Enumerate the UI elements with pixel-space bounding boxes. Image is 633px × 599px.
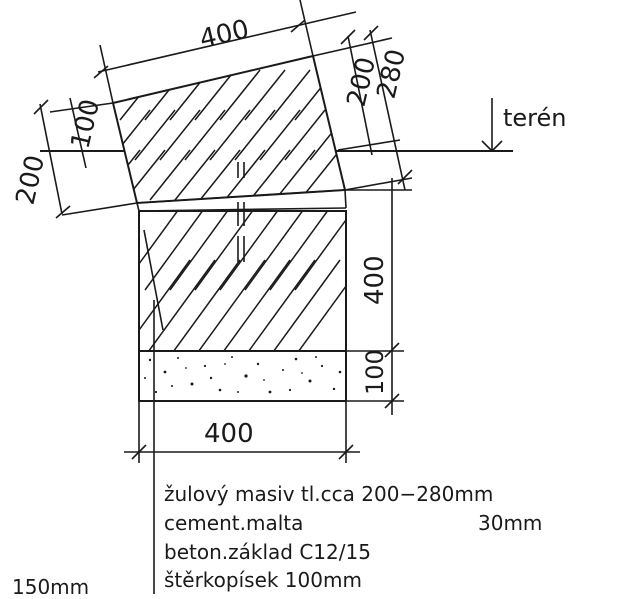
dim-foundation-400-label: 400 (360, 255, 390, 305)
dimension-left-height: 200 100 (11, 96, 138, 219)
legend-gravel: štěrkopísek 100mm (164, 568, 362, 592)
dim-top-width-label: 400 (197, 14, 252, 54)
gravel-stipple (144, 356, 342, 394)
gravel-outline (138, 350, 347, 402)
legend-mortar: cement.malta (164, 511, 303, 535)
dim-bottom-width-label: 400 (204, 419, 254, 449)
legend-leader (143, 229, 164, 594)
dimension-top-width: 400 (93, 0, 357, 104)
material-legend: žulový masiv tl.cca 200−280mm cement.mal… (164, 482, 542, 592)
legend-granite: žulový masiv tl.cca 200−280mm (164, 482, 493, 506)
dimension-bottom-width: 400 (124, 401, 360, 463)
terrain-line: terén (40, 98, 567, 152)
left-note: 150mm (12, 575, 89, 594)
gravel-layer (138, 350, 347, 402)
dim-gravel-100-label: 100 (361, 349, 389, 395)
legend-mortar-thickness: 30mm (478, 511, 542, 535)
granite-hatch (113, 69, 345, 201)
legend-concrete: beton.základ C12/15 (164, 540, 371, 564)
terrain-label: terén (503, 104, 567, 132)
mortar-layer (136, 189, 347, 212)
granite-block (111, 54, 347, 205)
dim-left-200-label: 200 (11, 152, 51, 207)
dimension-foundation-height: 400 100 (346, 178, 412, 415)
dim-right-280-label: 280 (372, 46, 412, 101)
concrete-hatch (139, 211, 346, 351)
